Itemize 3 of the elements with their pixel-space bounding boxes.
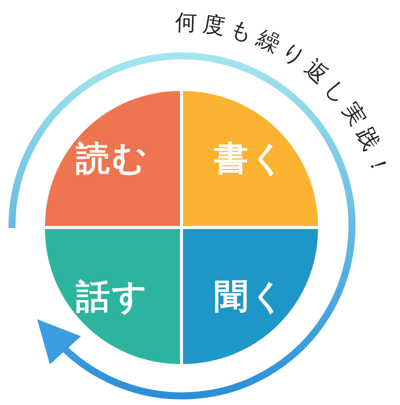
segment-label: 聞く [214, 276, 287, 318]
segment-label: 話す [76, 276, 149, 318]
segment-label: 読む [76, 138, 149, 180]
